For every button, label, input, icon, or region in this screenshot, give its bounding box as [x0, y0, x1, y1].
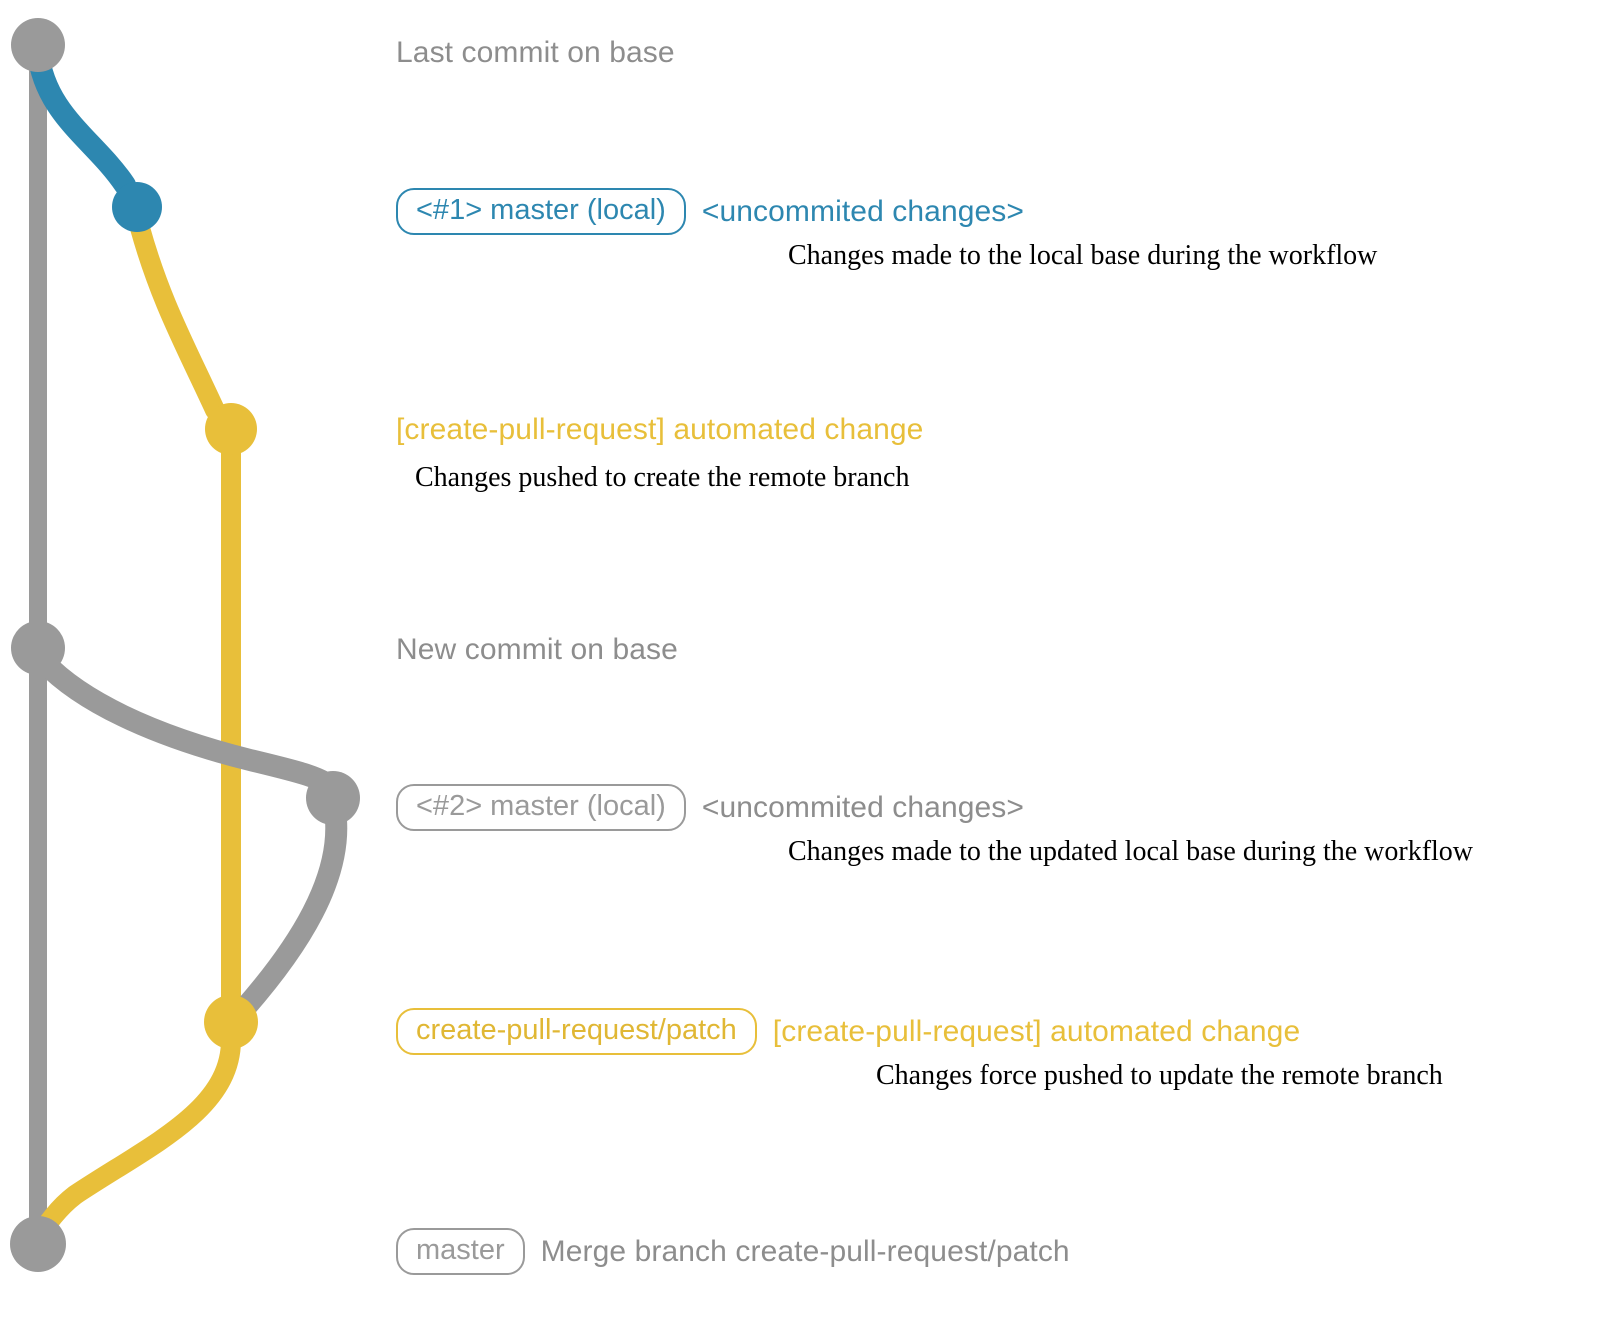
git-graph-canvas — [10, 18, 360, 1272]
branch-badge-master-local-2[interactable]: <#2> master (local) — [396, 784, 686, 831]
commit-title-master-local-1: <uncommited changes> — [701, 194, 1025, 228]
row-automated-change-2: create-pull-request/patch [create-pull-r… — [396, 1008, 1300, 1055]
row-last-commit-on-base: Last commit on base — [396, 36, 675, 70]
commit-title-last-commit-on-base: Last commit on base — [396, 36, 675, 69]
row-master-local-2: <#2> master (local) <uncommited changes> — [396, 784, 1024, 831]
commit-node-base-new[interactable] — [11, 621, 65, 675]
branch-line-local2-to-patch2 — [234, 809, 348, 1019]
commit-node-merge-master[interactable] — [10, 1216, 66, 1272]
branch-badge-master[interactable]: master — [396, 1228, 525, 1275]
commit-node-local-1[interactable] — [112, 182, 162, 232]
commit-description-master-local-2: Changes made to the updated local base d… — [788, 836, 1474, 867]
commit-description-automated-change-1: Changes pushed to create the remote bran… — [415, 462, 910, 493]
commit-description-master-local-1: Changes made to the local base during th… — [788, 240, 1378, 271]
branch-badge-master-local-1[interactable]: <#1> master (local) — [396, 188, 686, 235]
commit-title-automated-change-1: [create-pull-request] automated change — [396, 413, 924, 446]
commit-title-new-commit-on-base: New commit on base — [396, 633, 678, 666]
row-master-local-1: <#1> master (local) <uncommited changes> — [396, 188, 1024, 235]
commit-node-base-top[interactable] — [11, 18, 65, 72]
row-merge-commit: master Merge branch create-pull-request/… — [396, 1228, 1070, 1275]
commit-title-merge-commit: Merge branch create-pull-request/patch — [540, 1234, 1070, 1268]
commit-node-local-2[interactable] — [306, 771, 360, 825]
commit-description-automated-change-2: Changes force pushed to update the remot… — [876, 1060, 1443, 1091]
commit-node-patch-2[interactable] — [204, 995, 258, 1049]
branch-line-basenew-to-local2 — [33, 651, 344, 801]
commit-title-automated-change-2: [create-pull-request] automated change — [772, 1014, 1301, 1048]
commit-title-master-local-2: <uncommited changes> — [701, 790, 1025, 824]
branch-line-patch2-to-merge — [30, 1030, 241, 1246]
branch-badge-create-pull-request-patch[interactable]: create-pull-request/patch — [396, 1008, 757, 1055]
row-automated-change-1: [create-pull-request] automated change — [396, 413, 923, 447]
branch-line-base-to-local1 — [27, 41, 136, 196]
branch-line-local1-to-patch1 — [130, 218, 225, 420]
commit-node-patch-1[interactable] — [205, 403, 257, 455]
row-new-commit-on-base: New commit on base — [396, 633, 678, 667]
